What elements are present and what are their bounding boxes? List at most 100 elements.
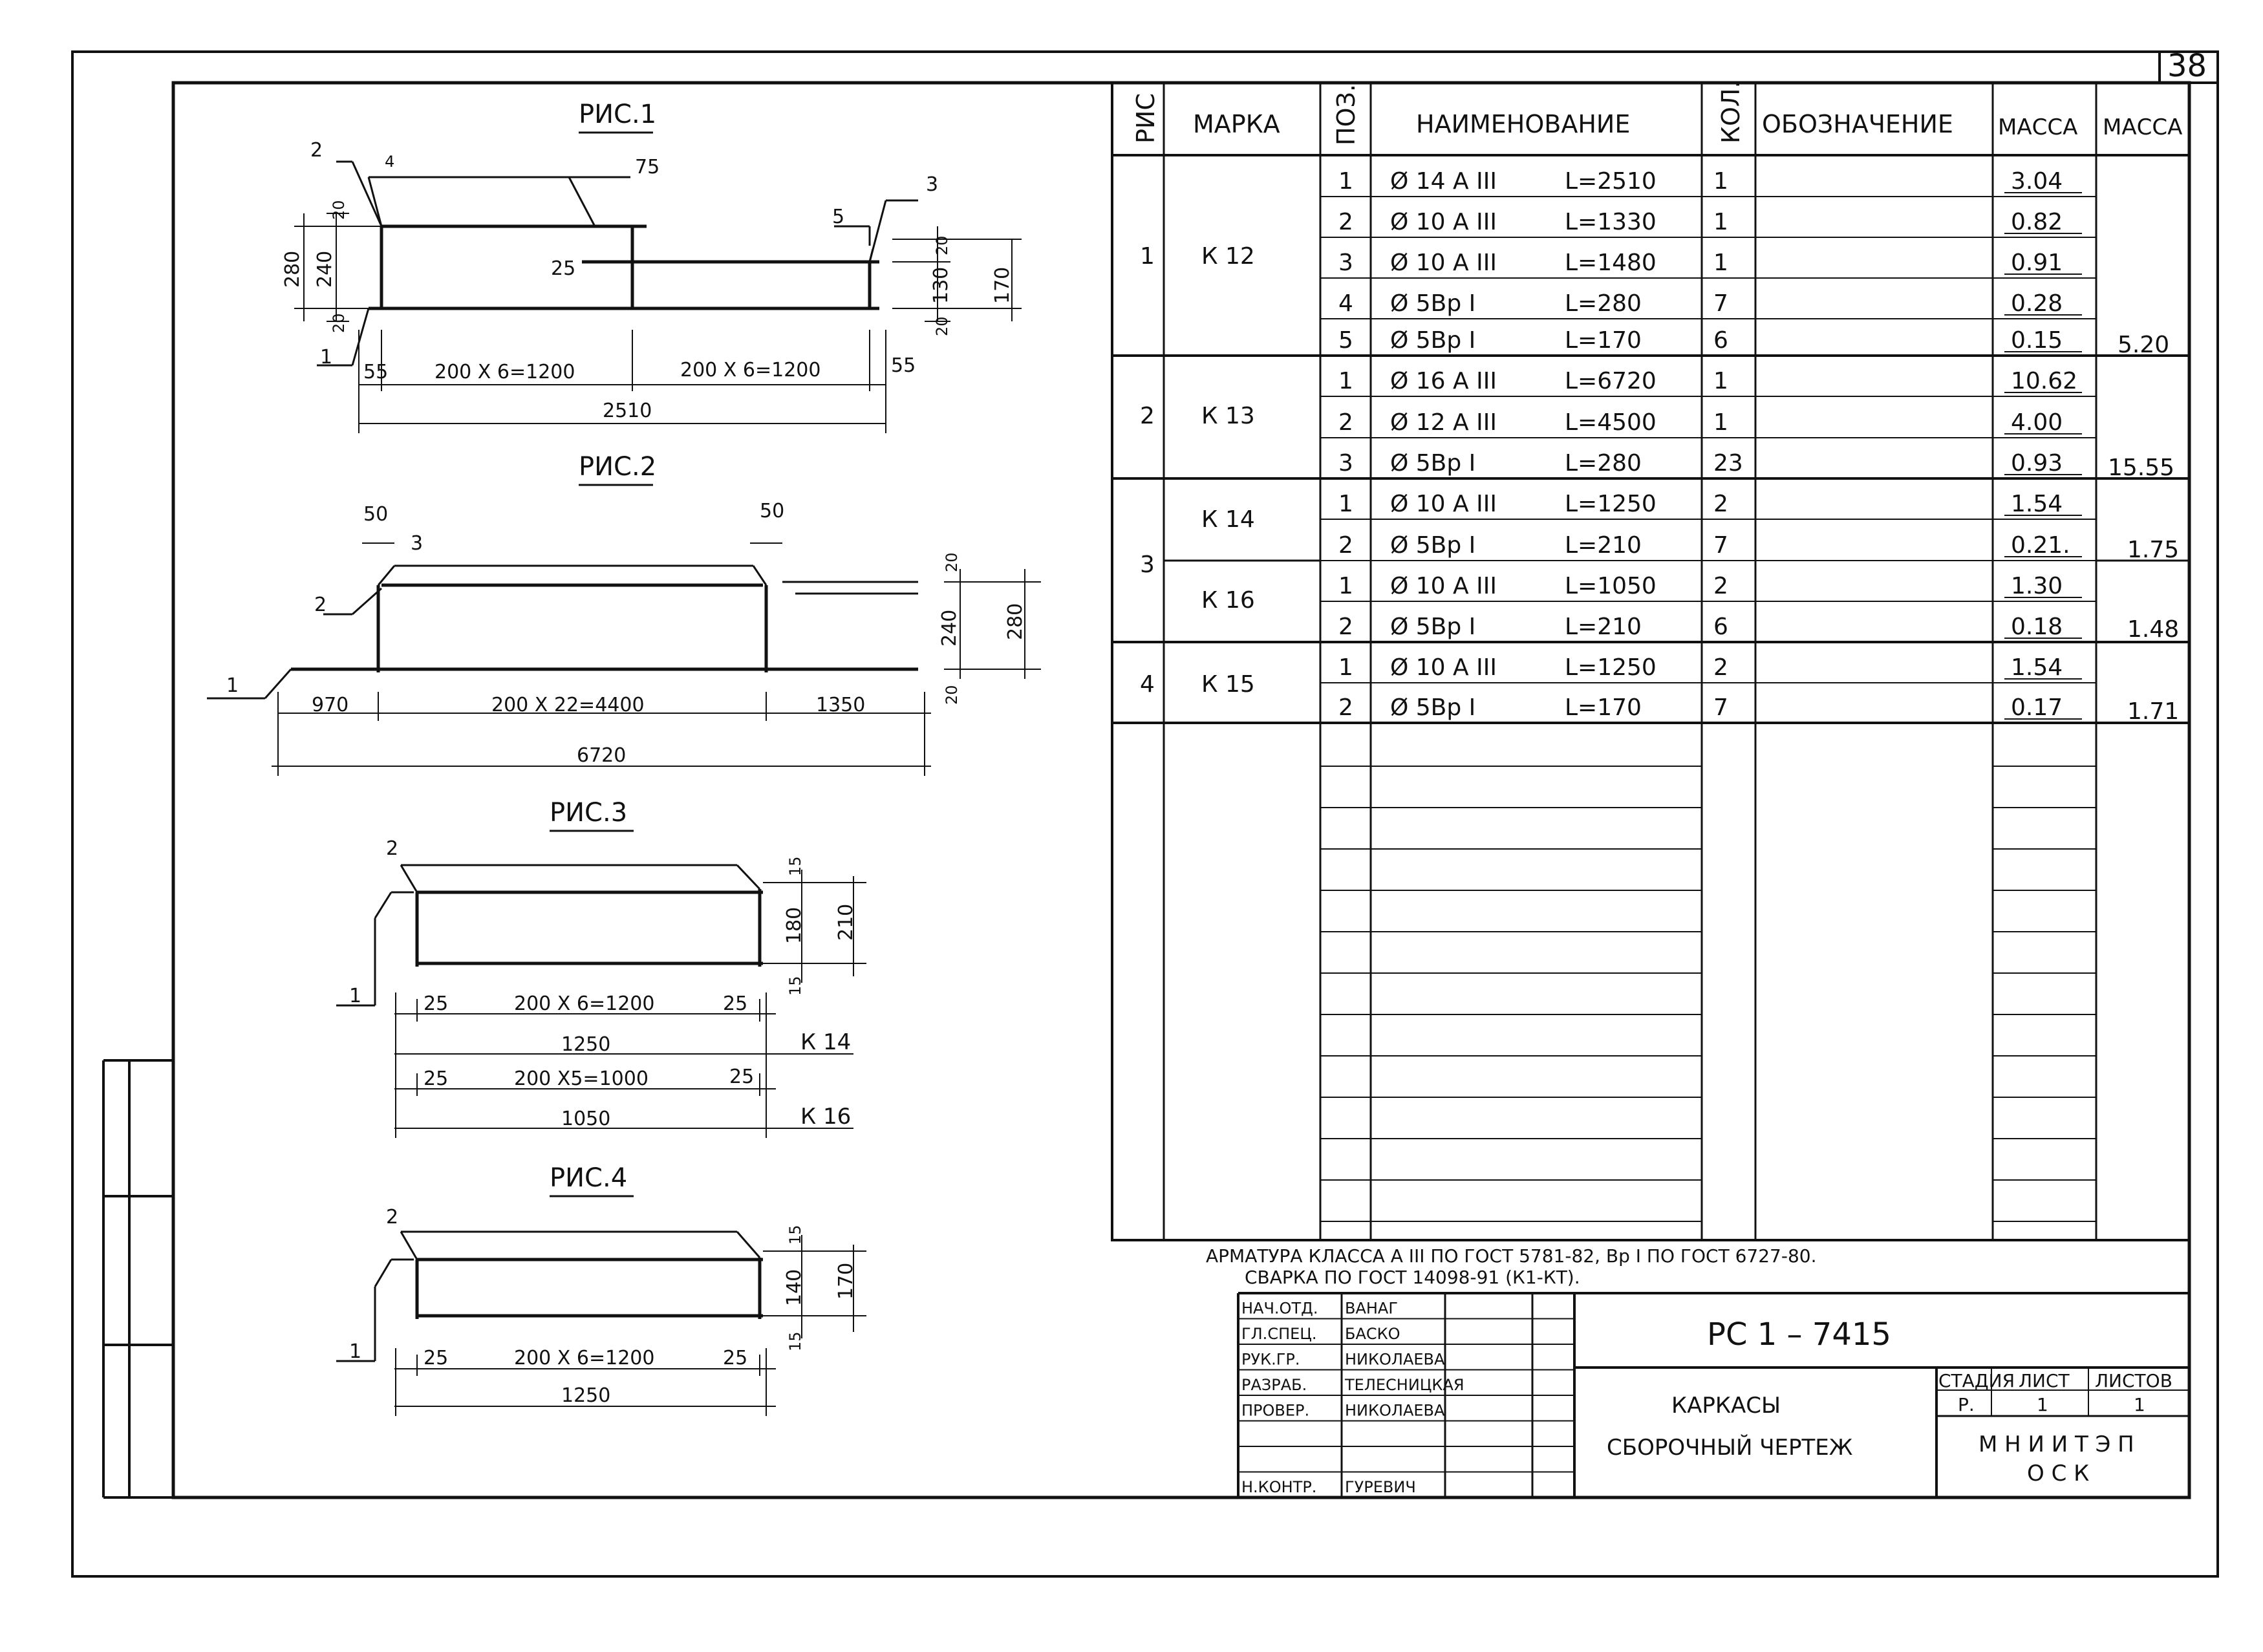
fig1-dim-20-bot: 20 <box>330 313 348 333</box>
row-poz: 2 <box>1338 532 1353 559</box>
row-diameter: Ø 5Вр I <box>1390 614 1475 640</box>
group2-total: 15.55 <box>2108 455 2174 481</box>
row-mass: 0.21. <box>2011 532 2070 559</box>
hdr-naim: НАИМЕНОВАНИЕ <box>1416 110 1630 138</box>
row-qty: 7 <box>1713 694 1728 721</box>
row-length: L=280 <box>1565 450 1642 477</box>
row-qty: 1 <box>1713 368 1728 394</box>
fig2-dim-240: 240 <box>938 610 961 647</box>
group3-marka-b: К 16 <box>1201 587 1255 614</box>
fig3-title: РИС.3 <box>550 798 627 828</box>
fig1-callout-2: 2 <box>310 139 323 162</box>
fig1-callout-4: 4 <box>385 153 394 171</box>
row-qty: 6 <box>1713 614 1728 640</box>
row-mass: 1.54 <box>2011 491 2063 517</box>
row-diameter: Ø 10 А III <box>1390 491 1497 517</box>
fig1-dim-total: 2510 <box>603 400 652 422</box>
row-length: L=210 <box>1565 614 1642 640</box>
signer-name: НИКОЛАЕВА <box>1345 1351 1445 1369</box>
fig4-dim-15-top: 15 <box>786 1225 804 1245</box>
stage-value: Р. <box>1958 1394 1975 1415</box>
row-poz: 1 <box>1338 654 1353 681</box>
sheets-label: ЛИСТОВ <box>2095 1370 2172 1391</box>
row-mass: 0.17 <box>2011 694 2063 721</box>
fig2-callout-50-right: 50 <box>760 500 784 522</box>
hdr-massa-2: МАССА <box>2103 114 2182 140</box>
fig1-dim-240: 240 <box>314 251 336 288</box>
fig4-dim-170: 170 <box>835 1263 857 1300</box>
fig1-dim-20-r: 20 <box>933 235 951 255</box>
fig3-dim-25c: 25 <box>424 1067 448 1090</box>
group1-total: 5.20 <box>2118 332 2169 358</box>
row-length: L=1480 <box>1565 250 1657 276</box>
fig2-dim-20-top: 20 <box>943 552 961 572</box>
note-line-1: АРМАТУРА КЛАССА А III ПО ГОСТ 5781-82, В… <box>1206 1245 1816 1267</box>
fig1-dim-span2: 200 X 6=1200 <box>680 359 820 381</box>
row-mass: 0.28 <box>2011 290 2063 317</box>
row-length: L=170 <box>1565 327 1642 354</box>
fig3-dim-total-a: 1250 <box>561 1033 610 1056</box>
row-diameter: Ø 5Вр I <box>1390 532 1475 559</box>
group3-ris: 3 <box>1140 552 1155 578</box>
org-line-1: М Н И И Т Э П <box>1979 1432 2134 1457</box>
row-poz: 1 <box>1338 573 1353 599</box>
row-qty: 1 <box>1713 250 1728 276</box>
hdr-poz: ПОЗ. <box>1332 84 1360 145</box>
fig3-dim-15-bot: 15 <box>786 976 804 996</box>
fig4-dim-140: 140 <box>783 1269 806 1306</box>
row-length: L=2510 <box>1565 168 1657 195</box>
signer-role: ПРОВЕР. <box>1241 1402 1309 1420</box>
sheets-value: 1 <box>2134 1394 2145 1415</box>
signature-mark <box>1452 1305 1542 1340</box>
group4-ris: 4 <box>1140 671 1155 698</box>
title-block-people: НАЧ.ОТД.ВАНАГГЛ.СПЕЦ.БАСКОРУК.ГР.НИКОЛАЕ… <box>1241 1300 1542 1497</box>
signer-name: НИКОЛАЕВА <box>1345 1402 1445 1420</box>
fig4-callout-2: 2 <box>386 1206 398 1228</box>
fig1-dim-170: 170 <box>991 267 1014 304</box>
fig1-callout-3: 3 <box>926 173 938 196</box>
row-qty: 2 <box>1713 491 1728 517</box>
fig4-callout-1: 1 <box>349 1340 361 1363</box>
empty-rows <box>1320 766 2096 1222</box>
row-diameter: Ø 10 А III <box>1390 250 1497 276</box>
fig1-callout-75: 75 <box>635 156 660 178</box>
group2-marka: К 13 <box>1201 403 1255 429</box>
row-qty: 1 <box>1713 209 1728 235</box>
group3-marka-a: К 14 <box>1201 506 1255 533</box>
sheet-number: 38 <box>2167 48 2207 84</box>
row-qty: 2 <box>1713 573 1728 599</box>
row-poz: 3 <box>1338 450 1353 477</box>
fig1-callout-25: 25 <box>551 257 575 280</box>
fig3-mark-k14: К 14 <box>800 1029 851 1055</box>
row-length: L=6720 <box>1565 368 1657 394</box>
fig1-dim-280: 280 <box>281 251 304 288</box>
group1-ris: 1 <box>1140 243 1155 270</box>
fig3-dim-span-b: 200 X5=1000 <box>514 1067 649 1090</box>
row-length: L=280 <box>1565 290 1642 317</box>
inner-frame <box>171 81 2191 1499</box>
binding-strip <box>102 1059 173 1499</box>
title-block-row-lines <box>1238 1318 1574 1473</box>
sheet-label: ЛИСТ <box>2019 1370 2070 1391</box>
fig1-dim-span1: 200 X 6=1200 <box>434 361 575 383</box>
fig4-title: РИС.4 <box>550 1163 627 1193</box>
fig4-dim-15-bot: 15 <box>786 1331 804 1351</box>
fig2-dim-span: 200 X 22=4400 <box>491 694 645 716</box>
row-mass: 0.93 <box>2011 450 2063 477</box>
row-mass: 10.62 <box>2011 368 2077 394</box>
fig4-dim-span: 200 X 6=1200 <box>514 1347 654 1369</box>
row-qty: 6 <box>1713 327 1728 354</box>
row-qty: 7 <box>1713 532 1728 559</box>
row-mass: 0.91 <box>2011 250 2063 276</box>
figure-1: РИС.1 <box>281 100 1022 433</box>
row-poz: 2 <box>1338 409 1353 436</box>
fig3-dim-180: 180 <box>783 907 806 944</box>
signature-mark <box>1452 1455 1542 1490</box>
signer-name: ТЕЛЕСНИЦКАЯ <box>1344 1376 1464 1394</box>
fig3-dim-15-top: 15 <box>786 856 804 876</box>
fig3-callout-2: 2 <box>386 837 398 860</box>
row-length: L=4500 <box>1565 409 1657 436</box>
fig2-dim-20-bot: 20 <box>943 685 961 705</box>
